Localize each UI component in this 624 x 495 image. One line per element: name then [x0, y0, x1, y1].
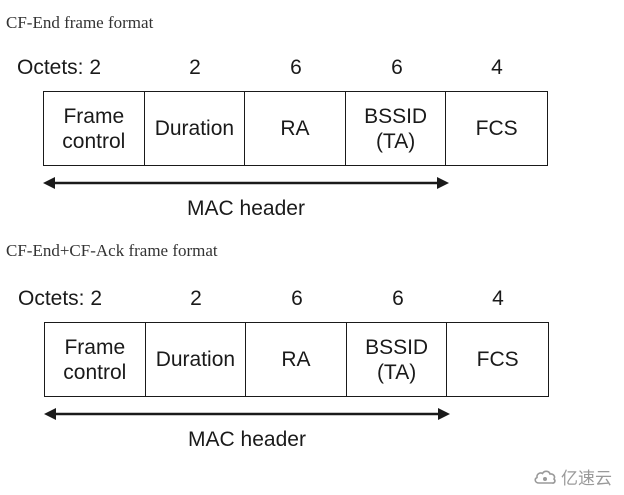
field-fcs: FCS: [476, 348, 519, 371]
octet-count-bssid: 6: [391, 56, 403, 79]
octet-count-bssid: 6: [392, 287, 404, 310]
octet-count-fcs: 4: [491, 56, 503, 79]
octet-count-label: Octets: 2: [18, 287, 103, 310]
frame-format-row: Frame control Duration RA BSSID (TA) FCS: [43, 91, 548, 166]
watermark-text: 亿速云: [561, 469, 612, 488]
cloud-logo-icon: [534, 470, 556, 484]
field-frame-control: Frame control: [45, 323, 146, 396]
mac-header-label: MAC header: [187, 197, 305, 220]
watermark: 亿速云: [533, 464, 612, 489]
octet-count-duration: 2: [189, 56, 201, 79]
field-duration: Duration: [145, 92, 246, 165]
field-frame-control: Frame control: [44, 92, 145, 165]
octet-count-ra: 6: [290, 56, 302, 79]
octet-count-label: Octets: 2: [17, 56, 102, 79]
field-ra: RA: [246, 323, 347, 396]
field-fcs: FCS: [475, 117, 518, 140]
octet-count-fcs: 4: [492, 287, 504, 310]
field-bssid-ta: BSSID (TA): [346, 92, 447, 165]
octet-count-duration: 2: [190, 287, 202, 310]
octet-count-ra: 6: [291, 287, 303, 310]
diagram-title: CF-End frame format: [6, 13, 154, 32]
mac-header-label: MAC header: [188, 428, 306, 451]
mac-header-span-arrow: [43, 177, 449, 189]
field-ra: RA: [245, 92, 346, 165]
field-bssid-ta: BSSID (TA): [347, 323, 448, 396]
frame-format-row: Frame control Duration RA BSSID (TA) FCS: [44, 322, 549, 397]
field-duration: Duration: [146, 323, 247, 396]
mac-header-span-arrow: [44, 408, 450, 420]
diagram-title: CF-End+CF-Ack frame format: [6, 241, 218, 260]
